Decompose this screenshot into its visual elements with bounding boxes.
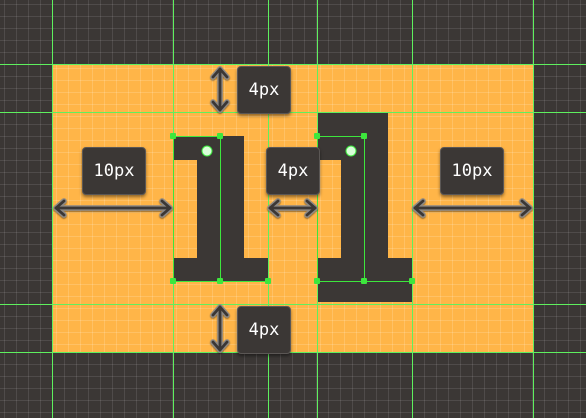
guide-horizontal[interactable]	[0, 352, 586, 353]
anchor-point-icon[interactable]	[361, 133, 367, 139]
guide-horizontal[interactable]	[0, 304, 586, 305]
anchor-point-icon[interactable]	[217, 278, 223, 284]
guide-vertical[interactable]	[52, 0, 53, 418]
measurement-label-left: 10px	[82, 147, 146, 195]
anchor-point-icon[interactable]	[170, 278, 176, 284]
measurement-label-middle: 4px	[266, 147, 320, 195]
origin-point-icon[interactable]	[345, 145, 357, 157]
guide-horizontal[interactable]	[0, 64, 586, 65]
anchor-point-icon[interactable]	[314, 278, 320, 284]
origin-point-icon[interactable]	[201, 145, 213, 157]
anchor-point-icon[interactable]	[217, 133, 223, 139]
measurement-label-top: 4px	[237, 66, 291, 114]
guide-horizontal[interactable]	[0, 112, 586, 113]
anchor-point-icon[interactable]	[265, 278, 271, 284]
anchor-point-icon[interactable]	[170, 133, 176, 139]
anchor-point-icon[interactable]	[314, 133, 320, 139]
anchor-point-icon[interactable]	[361, 278, 367, 284]
measurement-label-bottom: 4px	[237, 306, 291, 354]
anchor-point-icon[interactable]	[409, 278, 415, 284]
guide-vertical[interactable]	[533, 0, 534, 418]
measurement-label-right: 10px	[440, 147, 504, 195]
